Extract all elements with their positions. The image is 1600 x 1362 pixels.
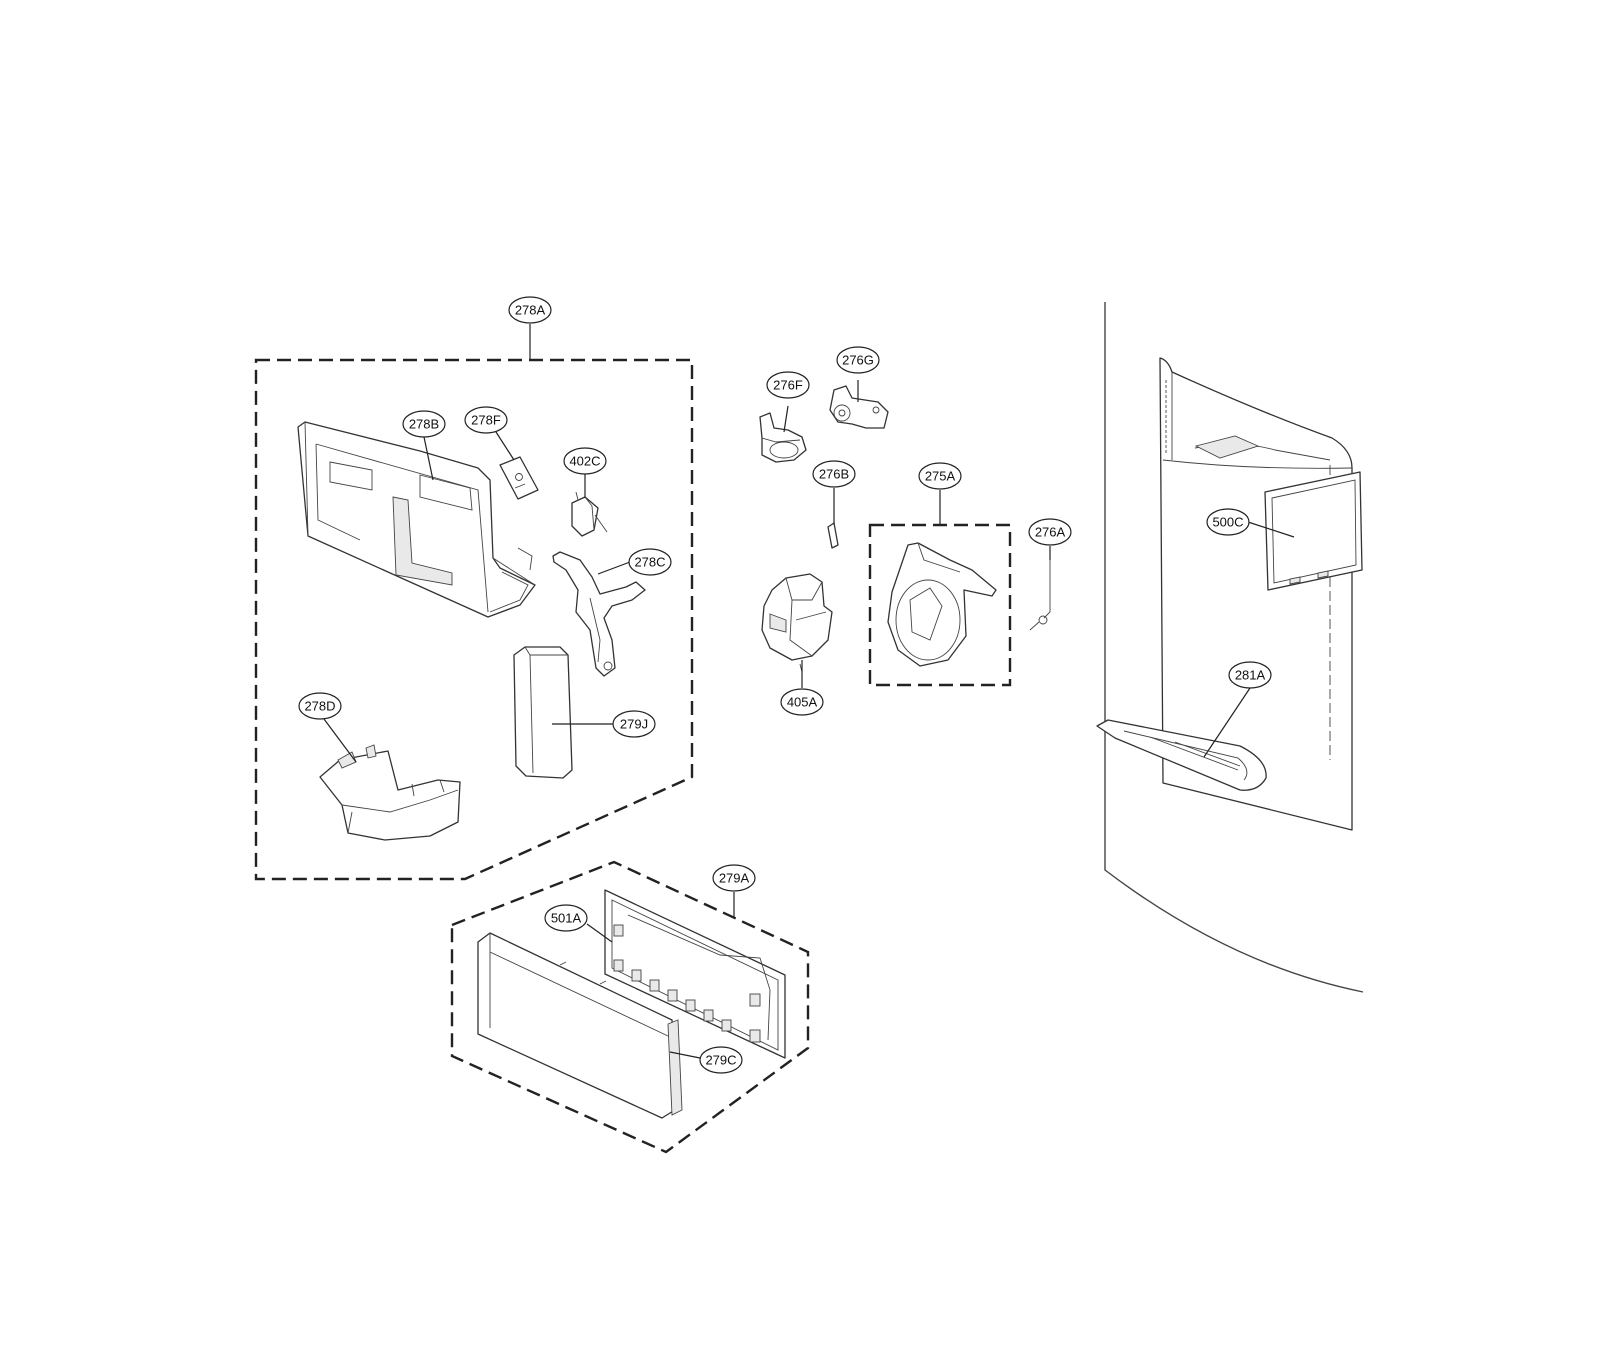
callout-276b: 276B — [812, 460, 856, 488]
callout-276f: 276F — [766, 371, 810, 399]
svg-text:275A: 275A — [925, 469, 956, 484]
svg-text:278A: 278A — [515, 303, 546, 318]
callout-500c: 500C — [1206, 508, 1250, 536]
svg-text:276F: 276F — [773, 378, 803, 393]
svg-text:501A: 501A — [551, 911, 582, 926]
svg-text:279C: 279C — [705, 1053, 736, 1068]
leader-276f — [783, 405, 789, 433]
callout-279a: 279A — [712, 864, 756, 892]
spring-276a — [1029, 560, 1051, 631]
pcb-501a — [604, 889, 786, 1059]
callout-279j: 279J — [612, 710, 656, 738]
plate-278f — [499, 456, 539, 500]
callout-402c: 402C — [563, 447, 607, 475]
leader-278b — [423, 436, 434, 481]
leader-281a — [1203, 687, 1251, 758]
pin-276b — [827, 522, 839, 549]
svg-text:279A: 279A — [719, 871, 750, 886]
svg-text:276A: 276A — [1035, 525, 1066, 540]
callout-276a: 276A — [1028, 518, 1072, 546]
leader-500c — [1247, 521, 1295, 538]
callout-278a: 278A — [508, 296, 552, 324]
chute-278d — [319, 744, 461, 841]
callout-405a: 405A — [780, 688, 824, 716]
leader-278d — [323, 718, 357, 763]
svg-text:278B: 278B — [409, 417, 439, 432]
panel-279c — [477, 932, 683, 1119]
callout-501a: 501A — [544, 904, 588, 932]
display-board-500c — [1264, 471, 1363, 591]
svg-text:405A: 405A — [787, 695, 818, 710]
drip-tray-281a — [1096, 719, 1267, 791]
callout-279c: 279C — [699, 1046, 743, 1074]
lever-278c — [552, 551, 646, 677]
leader-501a — [586, 923, 613, 943]
part-276g — [829, 385, 889, 429]
svg-text:279J: 279J — [620, 717, 648, 732]
door-panel — [1104, 302, 1364, 993]
kit-278a-outline — [254, 358, 694, 881]
svg-text:281A: 281A — [1235, 668, 1266, 683]
leader-278f — [495, 431, 515, 461]
svg-text:402C: 402C — [569, 454, 600, 469]
cover-279j — [513, 646, 573, 779]
motor-part-276f — [759, 412, 807, 463]
callout-275a: 275A — [918, 462, 962, 490]
callout-278b: 278B — [402, 410, 446, 438]
callout-281a: 281A — [1228, 661, 1272, 689]
switch-402c — [571, 491, 608, 537]
actuator-405a — [761, 573, 833, 673]
flap-275a — [887, 542, 997, 667]
svg-text:276G: 276G — [842, 353, 874, 368]
callout-278c: 278C — [628, 548, 672, 576]
svg-text:278D: 278D — [304, 699, 335, 714]
callout-278f: 278F — [464, 406, 508, 434]
dispenser-frame-278b — [297, 421, 536, 618]
svg-text:276B: 276B — [819, 467, 849, 482]
callout-276g: 276G — [836, 346, 880, 374]
callout-278d: 278D — [298, 692, 342, 720]
svg-text:278F: 278F — [471, 413, 501, 428]
leader-278c — [597, 561, 631, 575]
kit-279a-outline — [450, 860, 810, 1154]
svg-text:278C: 278C — [634, 555, 665, 570]
svg-text:500C: 500C — [1212, 515, 1243, 530]
leader-279c — [669, 1051, 701, 1059]
